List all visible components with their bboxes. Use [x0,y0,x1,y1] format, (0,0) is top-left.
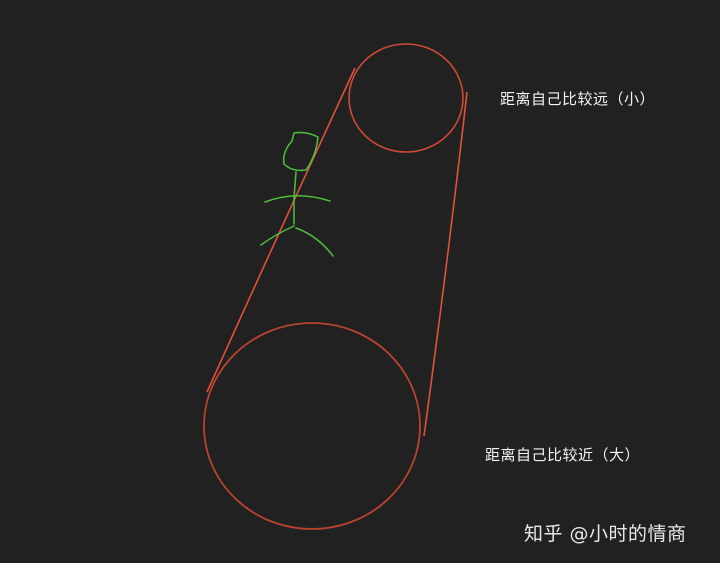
watermark: 知乎 @小时的情商 [524,523,687,545]
figure-arms [264,195,331,203]
cone-right-edge [423,91,468,437]
stick-figure [260,131,334,257]
cone-left-edge [206,67,356,393]
far-circle [348,43,464,153]
near-label: 距离自己比较近（大） [485,446,641,464]
figure-body [293,171,297,225]
figure-left-leg [260,225,295,246]
near-circle [203,322,421,530]
figure-right-leg [295,227,334,257]
figure-head [282,131,319,172]
far-label: 距离自己比较远（小） [500,90,656,108]
